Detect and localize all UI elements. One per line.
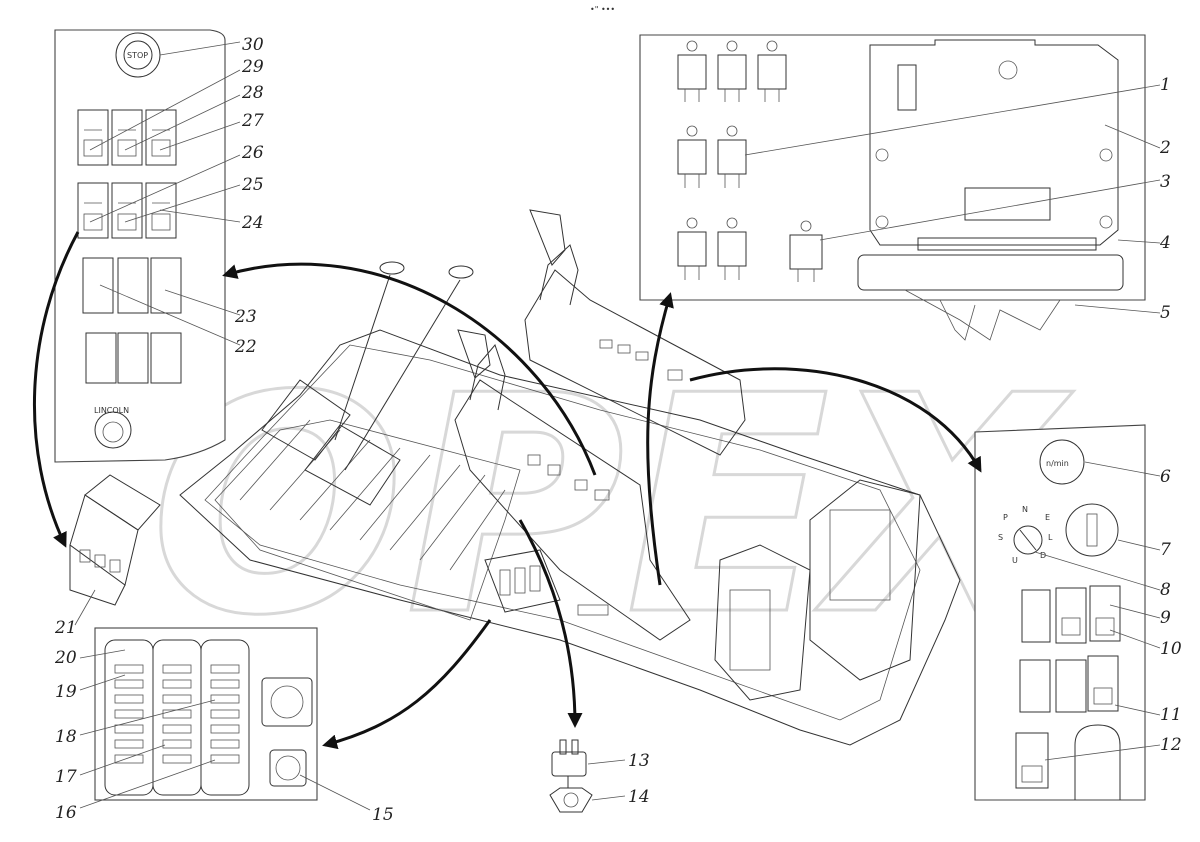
rpm-gauge-label: n/min xyxy=(1046,459,1069,468)
callout-20: 20 xyxy=(54,648,77,668)
controller-unit xyxy=(869,39,1119,246)
stop-button xyxy=(123,40,153,70)
callout-4: 4 xyxy=(1159,233,1171,253)
lever-knob-left xyxy=(379,261,405,275)
callout-13: 13 xyxy=(628,751,650,771)
callout-19: 19 xyxy=(55,682,77,702)
callout-26: 26 xyxy=(241,143,264,163)
callout-21: 21 xyxy=(54,618,77,638)
switch-row-top xyxy=(77,109,177,166)
rocker-switch-detail xyxy=(69,474,161,606)
callout-22: 22 xyxy=(234,337,257,357)
selector-pos-l: L xyxy=(1048,533,1053,542)
callout-15: 15 xyxy=(372,805,394,825)
callout-6: 6 xyxy=(1160,467,1171,487)
rpm-gauge xyxy=(1039,439,1085,485)
plug-and-nut xyxy=(549,739,626,813)
floor-mat xyxy=(214,419,521,621)
callout-27: 27 xyxy=(241,111,264,131)
callout-5: 5 xyxy=(1160,303,1171,323)
relay-row-2 xyxy=(677,125,747,188)
selector-pos-n: N xyxy=(1022,505,1028,514)
callout-25: 25 xyxy=(241,175,264,195)
callout-30: 30 xyxy=(242,35,264,55)
pedal-left xyxy=(261,379,351,461)
callout-14: 14 xyxy=(628,787,650,807)
callout-10: 10 xyxy=(1160,639,1182,659)
ignition-switch xyxy=(1065,503,1119,557)
selector-pos-e: E xyxy=(1045,513,1050,522)
callout-11: 11 xyxy=(1160,705,1182,725)
lincoln-label: LINCOLN xyxy=(94,406,129,415)
lincoln-lube-button xyxy=(94,411,132,449)
switch-row-middle xyxy=(77,182,177,239)
selector-pos-d: D xyxy=(1040,551,1046,560)
right-armrest-console xyxy=(524,269,746,456)
callout-labels: 1 2 3 4 5 6 7 8 9 10 11 12 13 14 15 16 1… xyxy=(54,35,1182,825)
selector-pos-p: P xyxy=(1003,513,1008,522)
callout-23: 23 xyxy=(234,307,257,327)
right-joystick xyxy=(539,244,579,306)
switch-row-blanks xyxy=(82,257,182,384)
cab-floor-assembly xyxy=(179,209,961,746)
callout-12: 12 xyxy=(1160,735,1182,755)
connector-small xyxy=(269,749,307,787)
left-switch-panel: STOP LINCOLN xyxy=(54,29,241,626)
callout-1: 1 xyxy=(1160,75,1171,95)
selector-pos-u: U xyxy=(1012,556,1018,565)
callout-8: 8 xyxy=(1160,580,1171,600)
side-box-front xyxy=(714,544,811,701)
blank-plug xyxy=(1074,724,1121,800)
relay-panel xyxy=(639,34,1161,341)
header-mark: •" ••• xyxy=(590,5,615,14)
lever-knob-right xyxy=(448,265,474,279)
callout-18: 18 xyxy=(55,727,77,747)
right-switch-panel: n/min P N E S L U D xyxy=(974,424,1161,801)
watermark-text: OPEX xyxy=(150,332,1074,681)
relay-row-1 xyxy=(677,40,787,102)
fuse-rows xyxy=(114,664,240,764)
stop-button-label: STOP xyxy=(127,51,148,60)
callout-7: 7 xyxy=(1160,540,1171,560)
callout-24: 24 xyxy=(241,213,264,233)
relay-row-3 xyxy=(677,217,823,282)
connector-large xyxy=(261,677,313,727)
callout-29: 29 xyxy=(241,57,264,77)
pedal-right xyxy=(304,424,401,506)
callout-28: 28 xyxy=(241,83,264,103)
travel-selector xyxy=(1013,525,1043,555)
connector-arrows xyxy=(32,231,982,750)
callout-2: 2 xyxy=(1159,138,1171,158)
callout-16: 16 xyxy=(55,803,77,823)
callout-17: 17 xyxy=(55,767,77,787)
callout-9: 9 xyxy=(1160,608,1171,628)
callout-3: 3 xyxy=(1160,172,1171,192)
side-box-rear xyxy=(809,479,921,681)
connector-block xyxy=(857,254,1124,291)
left-joystick xyxy=(469,344,506,411)
left-armrest-console xyxy=(454,379,691,641)
selector-pos-s: S xyxy=(998,533,1003,542)
fuse-panel xyxy=(79,627,371,811)
